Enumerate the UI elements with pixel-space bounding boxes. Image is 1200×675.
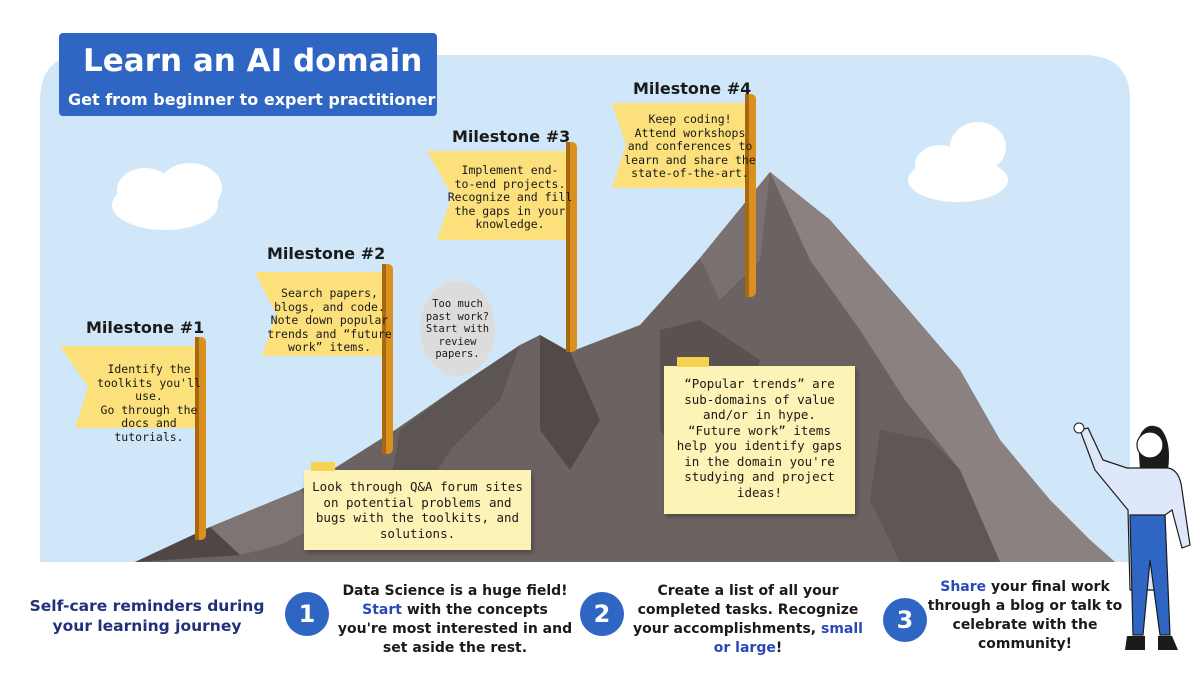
step-3-badge: 3 bbox=[883, 598, 927, 642]
milestone-1-label: Milestone #1 bbox=[86, 318, 205, 337]
milestone-3-label: Milestone #3 bbox=[452, 127, 571, 146]
milestone-2-flag bbox=[255, 272, 386, 356]
cloud-icon bbox=[908, 122, 1008, 202]
step-2-text: Create a list of all your completed task… bbox=[633, 583, 863, 656]
milestone-2-text: Search papers,blogs, and code.Note down … bbox=[267, 286, 392, 354]
milestone-1-flag bbox=[60, 346, 198, 428]
milestone-4-flag bbox=[612, 103, 750, 188]
tape bbox=[311, 462, 335, 471]
milestone-2-label: Milestone #2 bbox=[267, 244, 386, 263]
step-2-badge: 2 bbox=[580, 592, 624, 636]
milestone-4-label: Milestone #4 bbox=[633, 79, 752, 98]
title-banner: Learn an AI domain Get from beginner to … bbox=[59, 33, 437, 116]
person-illustration bbox=[1073, 422, 1191, 650]
step-3-text: Share your final work through a blog or … bbox=[927, 579, 1123, 652]
milestone-3-text: Implement end-to-end projects.Recognize … bbox=[447, 163, 573, 231]
step-1-badge: 1 bbox=[285, 592, 329, 636]
page-subtitle: Get from beginner to expert practitioner bbox=[68, 90, 436, 109]
tip-bubble bbox=[420, 281, 495, 376]
milestone-3-flag bbox=[427, 151, 568, 240]
page-title: Learn an AI domain bbox=[83, 43, 423, 79]
step-1-text: Data Science is a huge field! Start with… bbox=[337, 583, 573, 656]
tape bbox=[677, 357, 709, 367]
cloud-icon bbox=[112, 163, 222, 230]
